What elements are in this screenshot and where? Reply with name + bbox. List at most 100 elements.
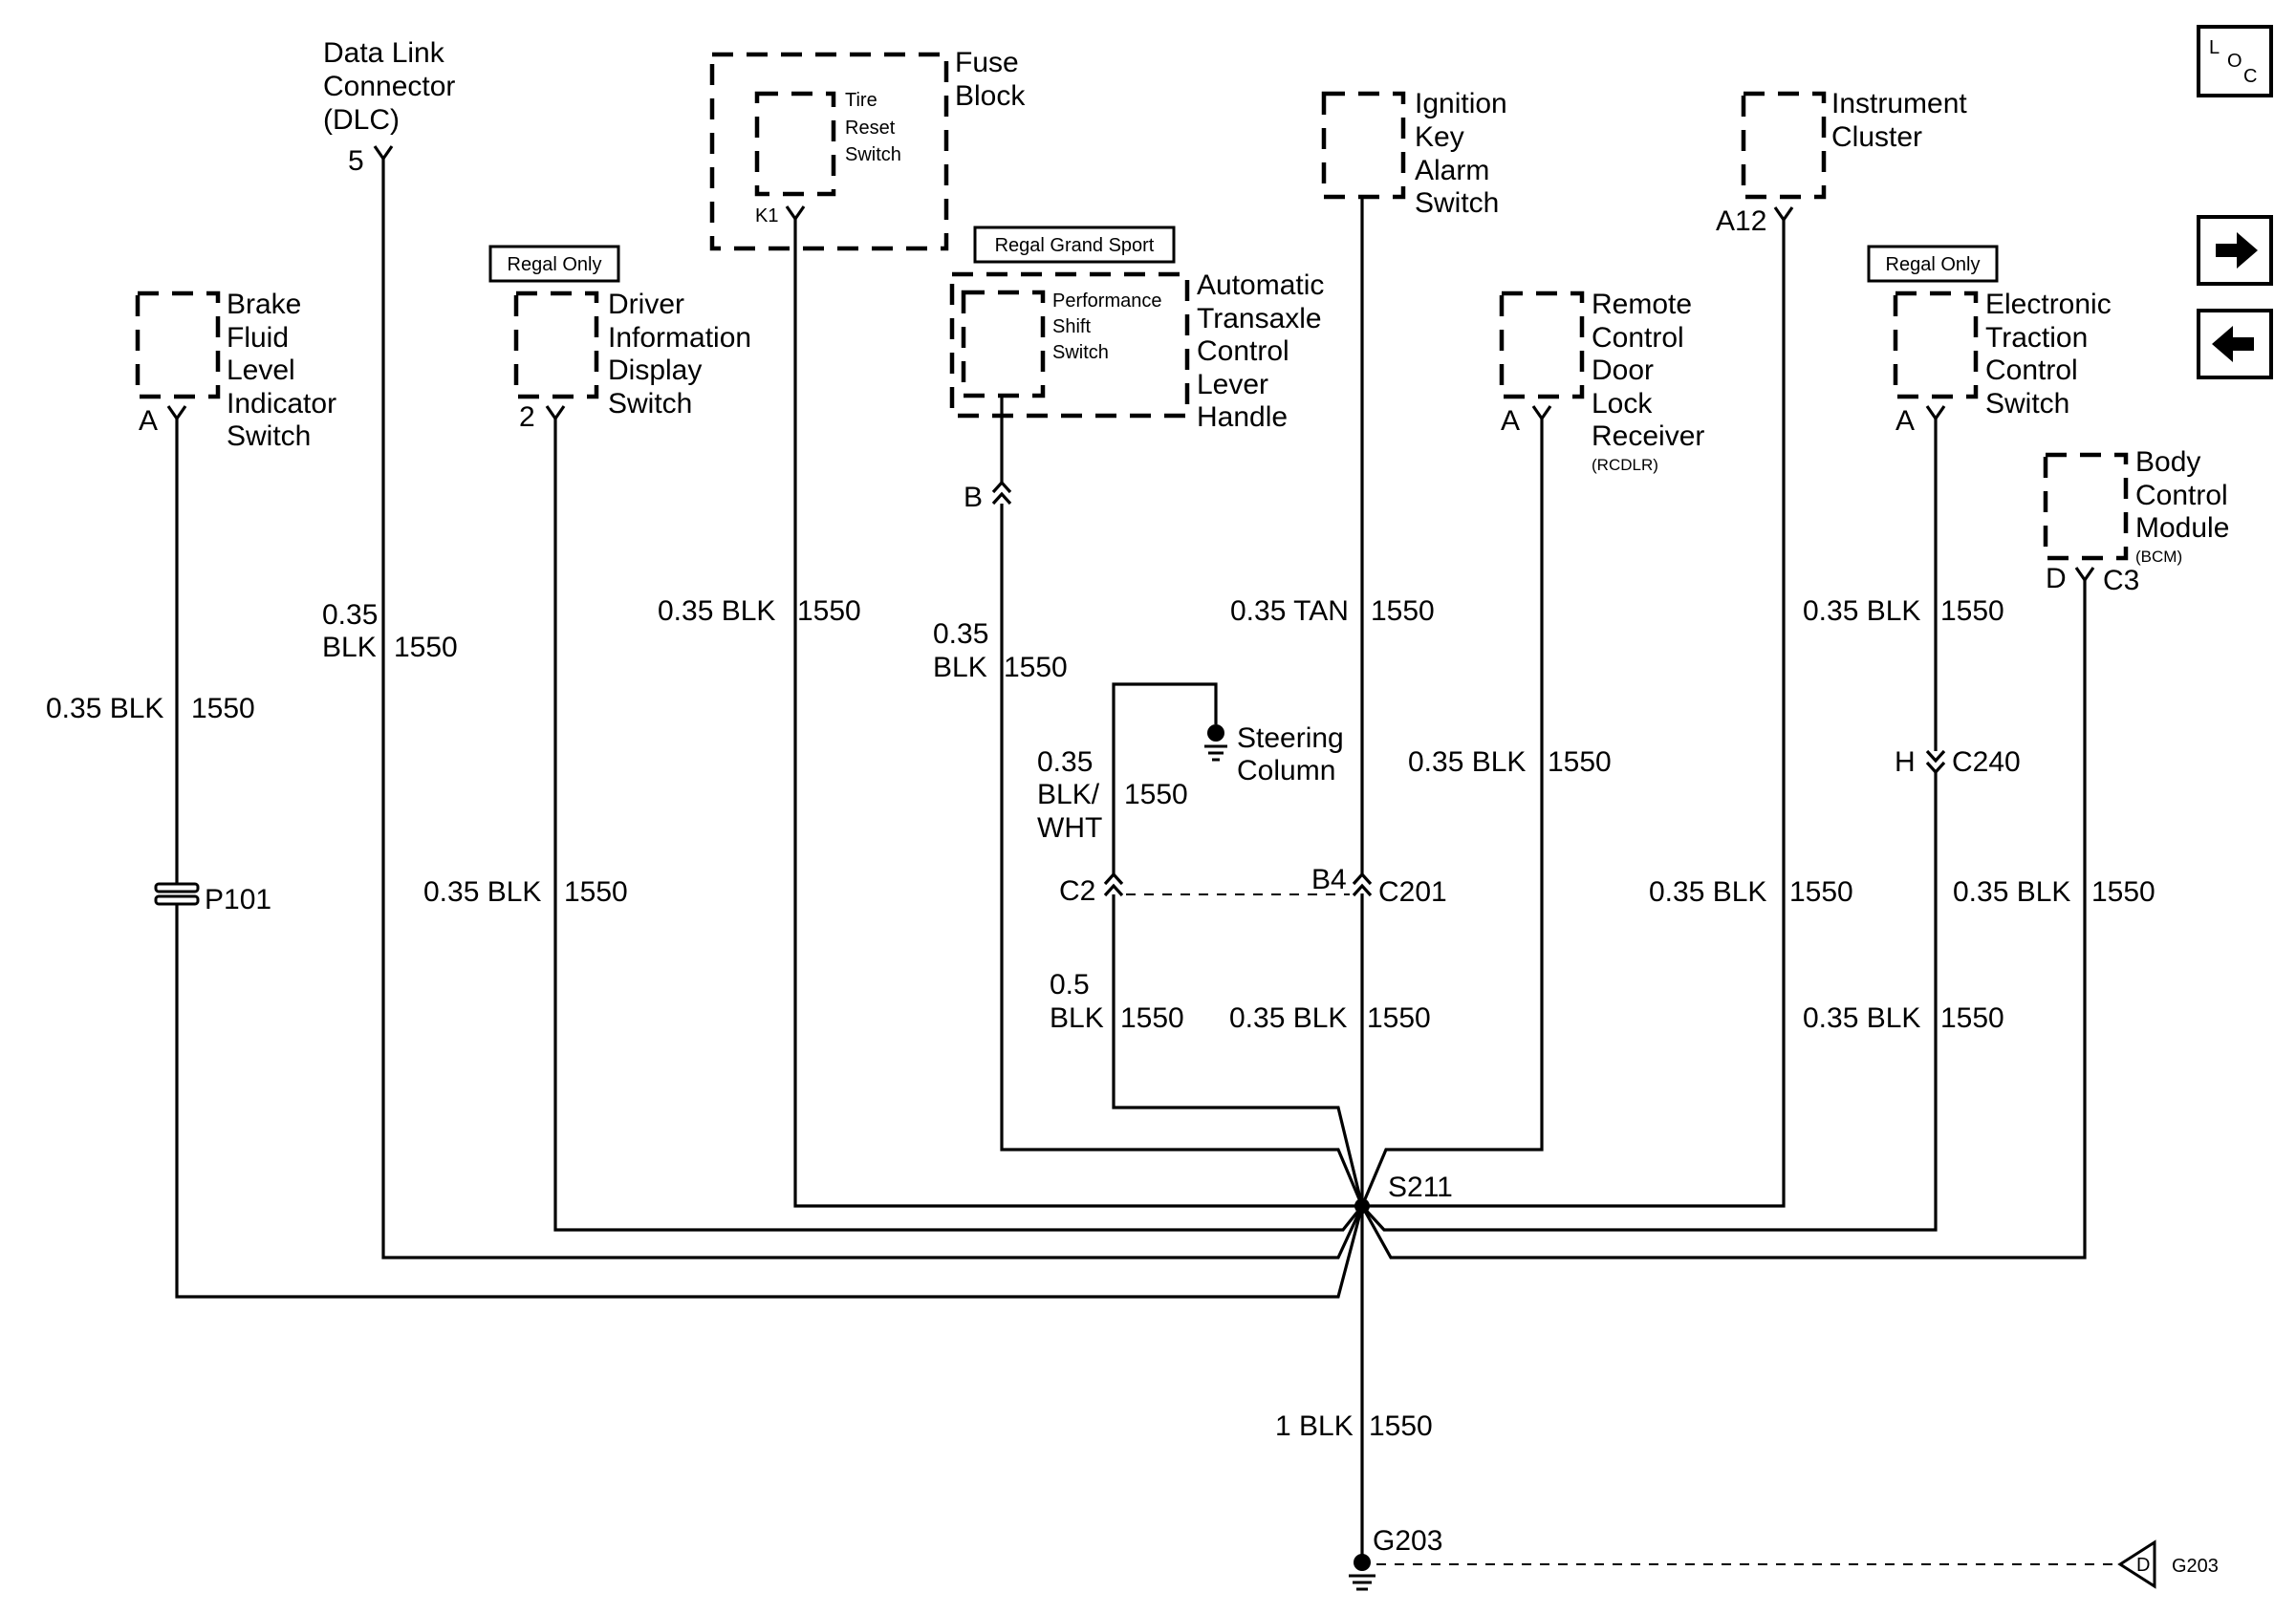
brake-pin: A	[139, 405, 158, 437]
traction-label-2: Traction	[1985, 322, 2088, 354]
connector-labels: P101 C2 B4 C201 H C240	[205, 746, 2021, 915]
cluster-pin: A12	[1716, 205, 1766, 237]
c240-label: C240	[1952, 746, 2021, 778]
g203-label: G203	[1373, 1525, 1442, 1557]
c201-connector	[1352, 872, 1373, 897]
driver-info-tag: Regal Only	[508, 254, 602, 275]
bcm-component: Body Control Module (BCM) D C3	[2043, 446, 2229, 596]
driver-info-wire-spec: 0.35 BLK	[423, 876, 541, 908]
traction-label-4: Switch	[1985, 388, 2069, 420]
brake-label-2: Fluid	[227, 322, 289, 354]
bcm-pin-left: D	[2046, 563, 2067, 594]
brake-label-1: Brake	[227, 289, 301, 320]
c240-connector	[1925, 749, 1946, 775]
pin-terminals	[166, 145, 2095, 583]
steering-lower-spec-a: 0.5	[1050, 969, 1090, 1001]
ignition-key-alarm-component: Ignition Key Alarm Switch	[1321, 88, 1507, 219]
transaxle-tag: Regal Grand Sport	[995, 235, 1155, 256]
location-view-button[interactable]: L O C	[2197, 25, 2273, 97]
driver-info-wire-circuit: 1550	[564, 876, 628, 908]
loc-c: C	[2243, 66, 2257, 87]
rcdlr-label-3: Door	[1592, 355, 1654, 386]
traction-tag: Regal Only	[1886, 254, 1981, 275]
back-button[interactable]	[2197, 309, 2273, 379]
rcdlr-label-2: Control	[1592, 322, 1684, 354]
cluster-pin-terminal	[1773, 206, 1794, 223]
g203-ref-label: G203	[2172, 1556, 2219, 1577]
brake-label-4: Indicator	[227, 388, 336, 420]
fuse-wire-spec: 0.35 BLK	[658, 595, 775, 627]
brake-label-3: Level	[227, 355, 295, 386]
ignition-lower-spec: 0.35 BLK	[1229, 1002, 1347, 1034]
bcm-label-3: Module	[2135, 512, 2229, 544]
traction-component: Regal Only Electronic Traction Control S…	[1867, 245, 2112, 437]
brake-label-5: Switch	[227, 420, 311, 452]
c2-label: C2	[1059, 875, 1095, 907]
fuse-wire	[793, 219, 1362, 1208]
brake-fluid-component: Brake Fluid Level Indicator Switch A	[135, 289, 336, 452]
transaxle-wire-spec-b: BLK	[933, 652, 987, 683]
arrow-right-icon	[2216, 232, 2258, 269]
dlc-component: Data Link Connector (DLC) 5	[323, 37, 455, 177]
transaxle-wire-circuit: 1550	[1004, 652, 1068, 683]
dlc-label-1: Data Link	[323, 37, 445, 69]
ignition-label-1: Ignition	[1415, 88, 1507, 119]
brake-pin-terminal	[166, 405, 187, 421]
brake-wire-spec: 0.35 BLK	[46, 693, 163, 724]
bcm-pin-terminal	[2074, 567, 2095, 583]
p101-label: P101	[205, 884, 271, 915]
g203-ref-letter: D	[2136, 1555, 2150, 1576]
s211-label: S211	[1388, 1172, 1453, 1203]
steering-wire-lower	[1112, 894, 1364, 1207]
traction-lower-circuit: 1550	[1940, 1002, 2004, 1034]
rcdlr-wire-spec: 0.35 BLK	[1408, 746, 1526, 778]
wire-labels: 0.35 BLK 1550 0.35 BLK 1550 0.35 BLK 155…	[46, 595, 2155, 1442]
driver-info-pin-terminal	[545, 405, 566, 421]
steering-column-ground: Steering Column	[1204, 722, 1344, 786]
dlc-label-3: (DLC)	[323, 104, 400, 136]
loc-l: L	[2209, 37, 2220, 58]
rcdlr-component: Remote Control Door Lock Receiver (RCDLR…	[1499, 289, 1704, 474]
b4-label: B4	[1311, 864, 1347, 895]
fuse-block-label-2: Block	[955, 80, 1026, 112]
arrow-left-icon	[2212, 326, 2254, 362]
driver-info-pin: 2	[519, 401, 535, 433]
steering-lower-circuit: 1550	[1120, 1002, 1184, 1034]
bcm-pin-right: C3	[2103, 565, 2139, 596]
tire-reset-label-1: Tire	[845, 90, 877, 111]
brake-wire-circuit: 1550	[191, 693, 255, 724]
fuse-block-pin: K1	[755, 205, 778, 226]
wires	[175, 159, 2087, 1558]
rcdlr-label-1: Remote	[1592, 289, 1692, 320]
ignition-upper-spec: 0.35 TAN	[1230, 595, 1349, 627]
transaxle-label-1: Automatic	[1197, 269, 1324, 301]
tire-reset-label-2: Reset	[845, 118, 896, 139]
dlc-wire-spec-a: 0.35	[322, 599, 378, 631]
bcm-wire-circuit: 1550	[2091, 876, 2155, 908]
traction-label-1: Electronic	[1985, 289, 2112, 320]
steering-upper-circuit: 1550	[1124, 779, 1188, 810]
ignition-label-4: Switch	[1415, 187, 1499, 219]
forward-button[interactable]	[2197, 215, 2273, 286]
bcm-label-2: Control	[2135, 480, 2228, 511]
dlc-wire-circuit: 1550	[394, 632, 458, 663]
cluster-wire-spec: 0.35 BLK	[1649, 876, 1766, 908]
fuse-pin-terminal	[785, 205, 806, 222]
connector-symbols	[1103, 749, 1946, 897]
bcm-sub: (BCM)	[2135, 548, 2182, 566]
transaxle-component: Regal Grand Sport Automatic Transaxle Co…	[949, 226, 1324, 513]
dlc-wire	[381, 159, 1364, 1259]
rcdlr-wire	[1360, 419, 1544, 1207]
traction-pin-terminal	[1925, 405, 1946, 421]
brake-wire-lower	[175, 904, 1364, 1299]
c2-connector	[1103, 872, 1124, 897]
g203-ground: G203 D G203	[1349, 1525, 2219, 1591]
bcm-wire-spec: 0.35 BLK	[1953, 876, 2070, 908]
rcdlr-pin: A	[1501, 405, 1520, 437]
fuse-block-label-1: Fuse	[955, 47, 1019, 78]
cluster-label-1: Instrument	[1831, 88, 1967, 119]
driver-info-wire	[553, 419, 1364, 1232]
p101-connector	[154, 882, 200, 906]
instrument-cluster-component: Instrument Cluster A12	[1716, 88, 1967, 237]
transaxle-label-4: Lever	[1197, 369, 1268, 400]
